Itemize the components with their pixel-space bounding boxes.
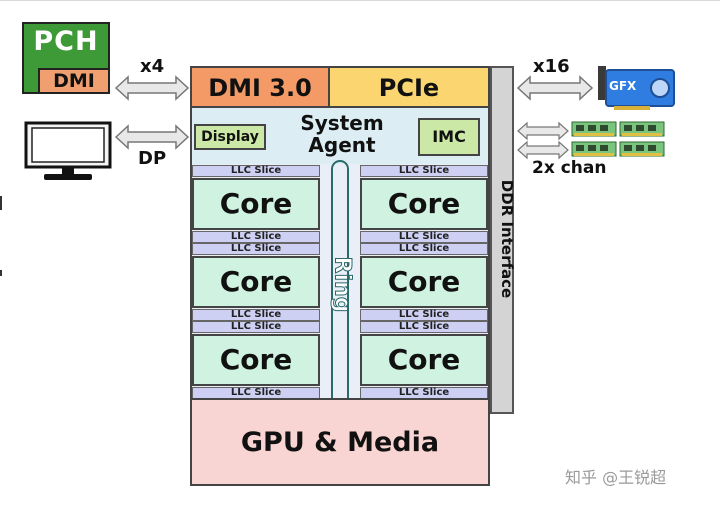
top-divider (0, 0, 720, 1)
ddr-interface-block: DDR Interface (490, 66, 516, 414)
pch-link-width: x4 (140, 56, 165, 77)
gfx-card-label: GFX (609, 79, 637, 93)
display-link-arrow (114, 124, 190, 150)
display-port-label: DP (138, 148, 167, 169)
gfx-card-icon (598, 66, 675, 110)
cpu-core: Core (192, 178, 320, 230)
llc-slice: LLC Slice (360, 309, 488, 321)
cpu-core: Core (360, 178, 488, 230)
ring-label: Ring (329, 256, 355, 313)
pcie-block: PCIe (328, 66, 490, 108)
llc-slice: LLC Slice (192, 231, 320, 243)
pch-title: PCH (33, 26, 99, 57)
memory-channels-label: 2x chan (532, 158, 607, 178)
pch-dmi-port: DMI (38, 68, 108, 92)
llc-slice: LLC Slice (192, 165, 320, 177)
pch-block: PCH DMI (22, 22, 110, 94)
monitor-icon (24, 121, 112, 180)
dmi-3-block: DMI 3.0 (190, 66, 330, 108)
imc-block: IMC (418, 118, 480, 156)
system-agent-title-line1: System (300, 111, 384, 135)
llc-slice: LLC Slice (360, 243, 488, 255)
llc-slice: LLC Slice (360, 321, 488, 333)
llc-slice: LLC Slice (360, 231, 488, 243)
llc-slice: LLC Slice (360, 165, 488, 177)
ddr-interface-label: DDR Interface (498, 179, 516, 299)
llc-slice: LLC Slice (192, 309, 320, 321)
cpu-core: Core (360, 334, 488, 386)
cpu-core: Core (360, 256, 488, 308)
system-agent-title-line2: Agent (308, 133, 376, 157)
gfx-link-arrow (516, 75, 594, 101)
memory-channel-arrow (517, 121, 569, 141)
cpu-core: Core (192, 334, 320, 386)
gpu-media-block: GPU & Media (190, 398, 490, 486)
gfx-link-width: x16 (533, 56, 570, 77)
display-engine-block: Display (194, 124, 266, 150)
llc-slice: LLC Slice (192, 243, 320, 255)
edge-mark (0, 196, 2, 210)
llc-slice: LLC Slice (192, 321, 320, 333)
watermark: 知乎 @王锐超 (565, 468, 667, 487)
edge-mark (0, 270, 2, 276)
cpu-core: Core (192, 256, 320, 308)
memory-channel-arrow (517, 140, 569, 160)
system-agent-block: System Agent Display IMC (190, 106, 490, 166)
pch-link-arrow (114, 75, 190, 101)
dimm-modules-icon (571, 121, 665, 157)
system-agent-title: System Agent (272, 112, 412, 156)
